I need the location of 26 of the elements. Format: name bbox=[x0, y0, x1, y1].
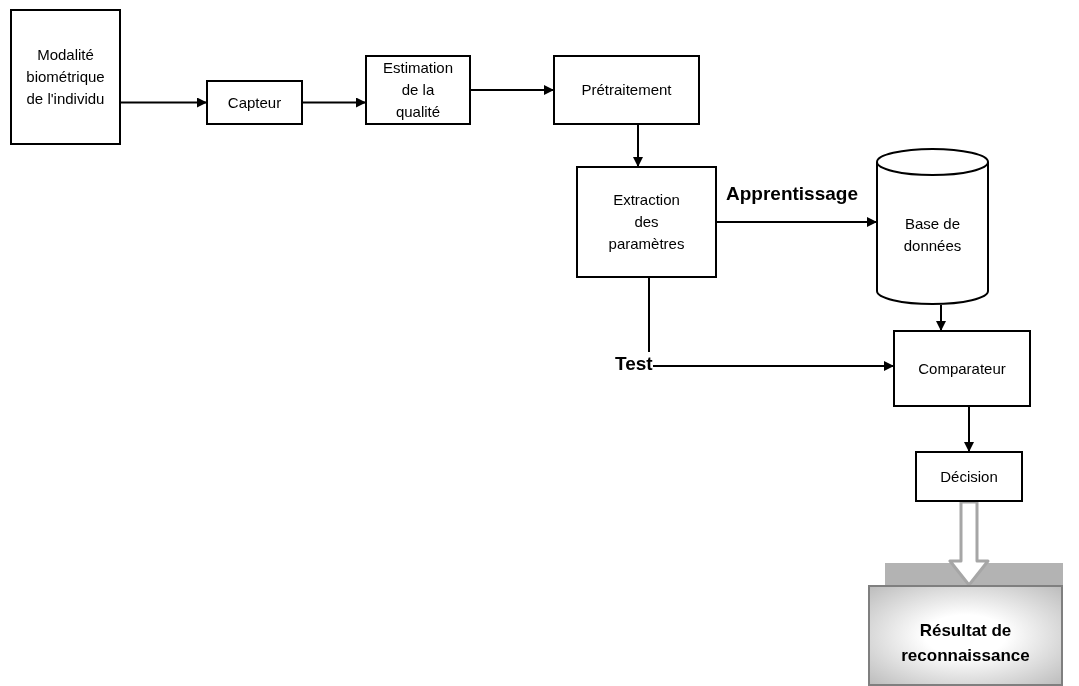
process-box bbox=[576, 166, 717, 278]
process-box bbox=[365, 55, 471, 125]
process-box bbox=[915, 451, 1023, 502]
arrow bbox=[633, 124, 643, 167]
process-box bbox=[893, 330, 1031, 407]
arrow bbox=[716, 217, 877, 227]
process-box bbox=[206, 80, 303, 125]
arrow bbox=[120, 97, 207, 108]
node-label: Prétraitement bbox=[580, 80, 673, 101]
node-label: Comparateur bbox=[917, 358, 1007, 379]
node-label: Extraction des paramètres bbox=[607, 190, 686, 254]
arrow bbox=[936, 304, 946, 331]
process-box bbox=[553, 55, 700, 125]
arrow bbox=[648, 277, 894, 371]
arrow bbox=[964, 406, 974, 452]
node-label: Capteur bbox=[226, 92, 283, 113]
arrow bbox=[302, 97, 366, 108]
hollow-arrow bbox=[948, 500, 990, 587]
node-label: Modalité biométrique de l'individu bbox=[25, 45, 106, 109]
node-label: Résultat de reconnaissance bbox=[900, 619, 1031, 667]
process-box bbox=[10, 9, 121, 145]
node-label: Estimation de la qualité bbox=[382, 58, 454, 122]
node-label: Base de données bbox=[902, 213, 963, 256]
node-label: Décision bbox=[939, 466, 999, 487]
arrow bbox=[470, 85, 554, 95]
result-box bbox=[868, 585, 1063, 686]
